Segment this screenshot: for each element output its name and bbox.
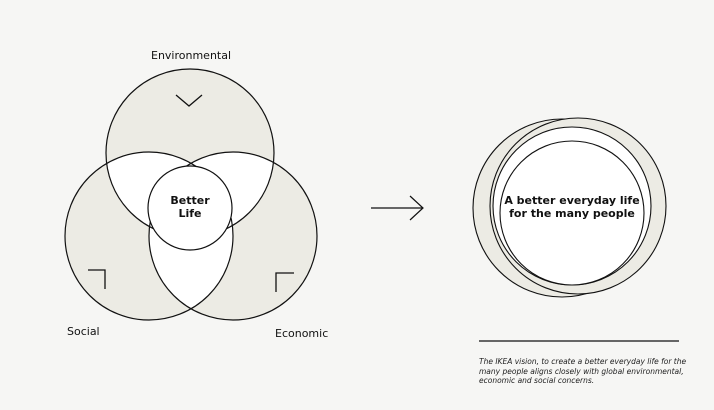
caption-text: The IKEA vision, to create a better ever… (479, 357, 687, 385)
better-life-circle (147, 165, 233, 251)
vision-line-2: for the many people (509, 207, 635, 220)
better-life-line-2: Life (178, 207, 202, 220)
result-circle-front (499, 140, 645, 286)
social-label: Social (67, 325, 100, 338)
better-life-text: Better Life (160, 194, 220, 220)
vision-text: A better everyday life for the many peop… (502, 194, 642, 220)
venn-diagram (64, 68, 318, 321)
corner-bracket-icon-left (88, 269, 106, 289)
chevron-down-icon (175, 94, 203, 107)
better-life-line-1: Better (170, 194, 210, 207)
environmental-label: Environmental (151, 49, 232, 62)
vision-line-1: A better everyday life (504, 194, 640, 207)
corner-bracket-icon-right (275, 272, 294, 292)
result-diagram (472, 117, 667, 298)
economic-label: Economic (275, 327, 329, 340)
arrow-right-icon (371, 195, 424, 221)
